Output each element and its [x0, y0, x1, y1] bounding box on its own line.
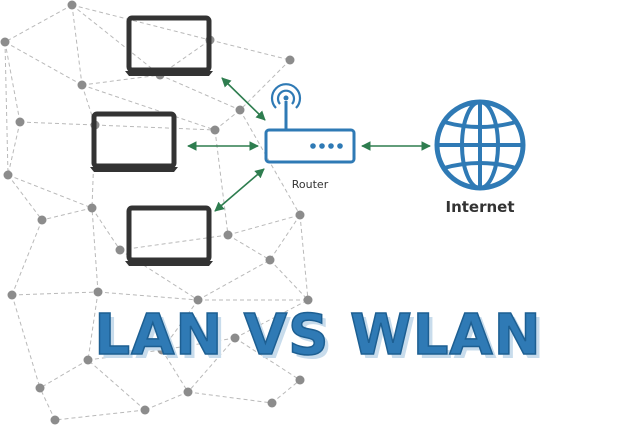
mesh-line: [234, 337, 301, 381]
mesh-node: [35, 383, 45, 393]
mesh-line: [7, 174, 93, 209]
mesh-line: [71, 4, 161, 76]
mesh-line: [11, 291, 99, 296]
mesh-line: [71, 4, 83, 86]
mesh-line: [4, 41, 83, 86]
mesh-line: [11, 219, 43, 296]
mesh-line: [269, 214, 301, 261]
mesh-node: [83, 355, 93, 365]
mesh-node: [50, 415, 60, 425]
router-icon: [264, 83, 356, 164]
mesh-node: [77, 80, 87, 90]
mesh-line: [81, 74, 161, 86]
mesh-node: [15, 117, 25, 127]
mesh-line: [214, 109, 241, 131]
link-laptop-top-router: [221, 77, 266, 121]
mesh-line: [54, 409, 146, 421]
mesh-line: [4, 4, 73, 43]
laptop-icon: [125, 205, 213, 266]
mesh-node: [210, 125, 220, 135]
mesh-line: [239, 109, 301, 216]
mesh-line: [39, 359, 89, 389]
mesh-node: [7, 290, 17, 300]
mesh-node: [223, 230, 233, 240]
mesh-node: [265, 255, 275, 265]
mesh-line: [4, 41, 21, 123]
mesh-line: [91, 207, 99, 293]
mesh-node: [230, 333, 240, 343]
laptop-icon: [90, 111, 178, 172]
mesh-line: [161, 299, 199, 351]
mesh-node: [267, 398, 277, 408]
mesh-node: [295, 210, 305, 220]
mesh-node: [193, 295, 203, 305]
mesh-line: [187, 391, 273, 404]
mesh-node: [285, 55, 295, 65]
mesh-line: [87, 349, 163, 361]
mesh-line: [144, 391, 189, 411]
mesh-line: [4, 41, 9, 176]
mesh-node: [3, 170, 13, 180]
headline: LAN VS WLAN: [94, 303, 541, 368]
mesh-node: [235, 105, 245, 115]
mesh-line: [161, 349, 189, 393]
mesh-node: [0, 37, 10, 47]
mesh-line: [159, 74, 241, 111]
mesh-node: [295, 375, 305, 385]
mesh-line: [269, 259, 309, 301]
mesh-node: [140, 405, 150, 415]
mesh-node: [183, 387, 193, 397]
mesh-line: [11, 294, 41, 389]
mesh-line: [187, 337, 236, 393]
mesh-line: [94, 124, 216, 131]
mesh-line: [97, 291, 199, 301]
mesh-line: [119, 234, 229, 251]
mesh-line: [19, 121, 96, 126]
mesh-node: [157, 345, 167, 355]
mesh-node: [303, 295, 313, 305]
mesh-line: [87, 291, 99, 361]
mesh-node: [37, 215, 47, 225]
laptop-icon: [125, 15, 213, 76]
mesh-node: [93, 287, 103, 297]
mesh-line: [227, 234, 271, 261]
mesh-line: [41, 207, 93, 221]
mesh-line: [299, 214, 309, 301]
mesh-line: [227, 214, 301, 236]
mesh-line: [81, 84, 216, 131]
globe-icon: [434, 99, 526, 191]
wifi-signal-icon: [270, 83, 302, 109]
mesh-line: [71, 4, 211, 41]
mesh-line: [271, 379, 301, 404]
internet-label: Internet: [445, 198, 514, 216]
router-label: Router: [292, 178, 329, 191]
mesh-line: [87, 359, 146, 411]
mesh-node: [87, 203, 97, 213]
mesh-node: [67, 0, 77, 10]
connections: [187, 77, 431, 212]
mesh-line: [209, 39, 291, 61]
link-laptop-bottom-router: [214, 168, 265, 212]
mesh-line: [39, 387, 56, 421]
mesh-node: [115, 245, 125, 255]
mesh-line: [7, 174, 43, 221]
mesh-line: [7, 121, 21, 176]
mesh-line: [91, 207, 121, 251]
mesh-line: [161, 337, 236, 351]
headline-shadow: LAN VS WLAN: [98, 307, 545, 372]
